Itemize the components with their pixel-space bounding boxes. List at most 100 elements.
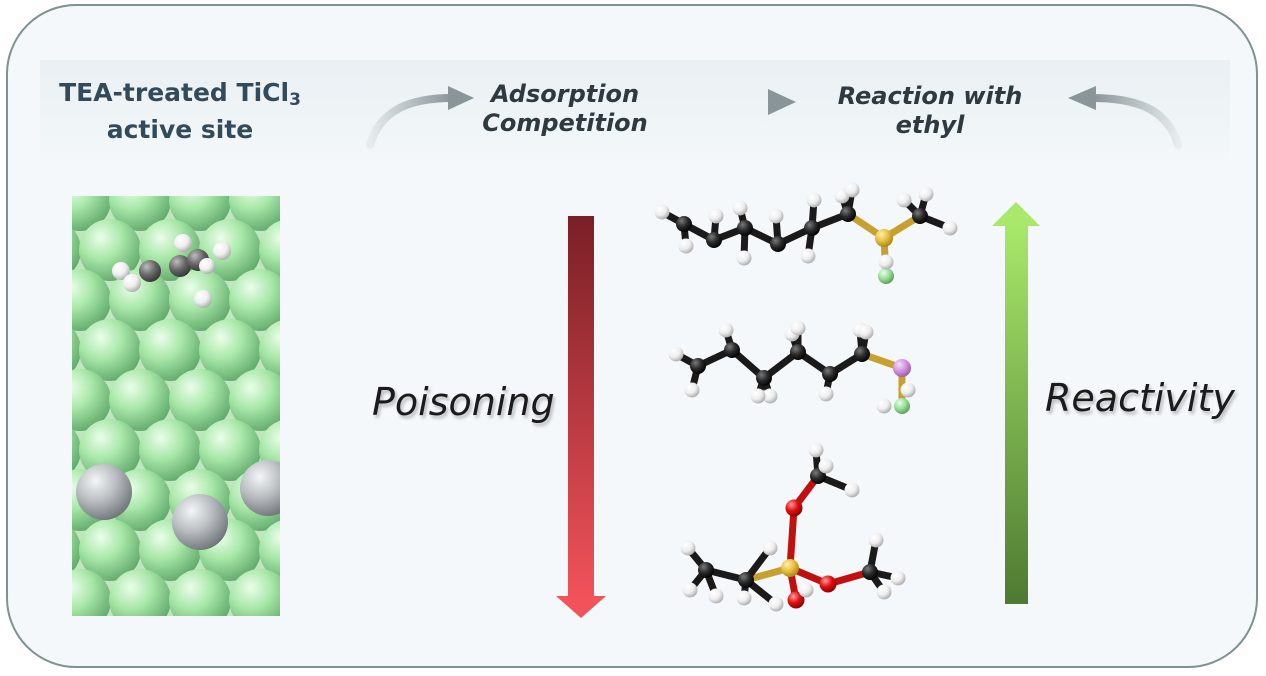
active-site-label-line1: TEA-treated TiCl xyxy=(59,78,290,107)
cl-atom xyxy=(289,469,351,531)
active-site-subscript: 3 xyxy=(289,90,301,110)
hydrogen-atom xyxy=(806,192,822,208)
cl-atom xyxy=(319,619,381,676)
cl-atom xyxy=(169,569,231,616)
cl-atom xyxy=(229,569,280,616)
hydrogen-atom xyxy=(708,588,724,604)
flow-arrow-middle-head xyxy=(768,89,796,115)
hydrogen-atom xyxy=(844,482,860,498)
bond xyxy=(786,504,798,572)
cl-atom xyxy=(79,619,141,676)
hydrogen-atom xyxy=(736,250,752,266)
hydrogen-atom xyxy=(798,582,814,598)
cl-atom xyxy=(139,319,201,381)
carbon-atom xyxy=(738,572,754,588)
cl-atom xyxy=(79,319,141,381)
cl-atom xyxy=(72,369,111,431)
cl-atom xyxy=(169,196,231,231)
cl-atom xyxy=(72,269,111,331)
cl-atom xyxy=(79,519,141,581)
hydrogen-atom xyxy=(732,200,748,216)
adsorption-label-line2: Competition xyxy=(482,109,648,137)
reactivity-arrow xyxy=(992,202,1040,604)
cl-atom xyxy=(289,269,351,331)
carbon-atom xyxy=(756,370,772,386)
cl-atom xyxy=(319,219,381,281)
hydrogen-atom xyxy=(762,540,778,556)
carbon-atom xyxy=(822,366,838,382)
carbon-atom xyxy=(912,208,928,224)
cl-atom xyxy=(229,269,280,331)
carbon-atom xyxy=(840,206,856,222)
hydrogen-atom xyxy=(868,532,884,548)
hydrogen-atom xyxy=(844,182,860,198)
hydrogen-atom xyxy=(808,442,824,458)
hydrogen-atom xyxy=(900,382,916,398)
hydrogen-atom xyxy=(736,590,752,606)
sulfur-atom xyxy=(781,559,799,577)
oxygen-atom xyxy=(819,575,837,593)
flow-arrow-right xyxy=(1088,94,1182,149)
cl-atom xyxy=(319,319,381,381)
hydrogen-atom xyxy=(654,204,670,220)
cl-atom xyxy=(0,469,51,531)
cl-atom xyxy=(19,619,81,676)
hydrogen-atom xyxy=(682,582,698,598)
carbon-atom xyxy=(862,564,878,580)
cl-atom xyxy=(0,269,51,331)
carbon-atom xyxy=(676,216,692,232)
top-band xyxy=(40,60,1230,170)
cl-atom xyxy=(319,419,381,481)
hydrogen-atom xyxy=(790,320,806,336)
carbon-atom xyxy=(698,562,714,578)
carbon-atom xyxy=(770,236,786,252)
ti-atom xyxy=(172,494,228,550)
molecule-phosphite xyxy=(680,442,906,612)
hydrogen-atom xyxy=(876,398,892,414)
hydrogen-atom xyxy=(876,584,892,600)
active-site-label: TEA-treated TiCl3 active site xyxy=(40,78,320,145)
hydrogen-atom xyxy=(858,324,874,340)
flow-arrow-right-head xyxy=(1068,86,1096,110)
hydrogen-atom xyxy=(768,208,784,224)
hydrogen-atom xyxy=(708,208,724,224)
cl-atom xyxy=(72,328,81,372)
molecule-hexyl-sulfur xyxy=(654,182,958,284)
cl-atom xyxy=(259,619,321,676)
cl-atom xyxy=(139,419,201,481)
carbon-atom xyxy=(790,344,806,360)
flow-arrows xyxy=(366,86,1182,149)
cl-atom xyxy=(229,369,280,431)
flow-arrow-left xyxy=(366,94,456,149)
cl-atom xyxy=(72,569,111,616)
carbon-atom xyxy=(690,358,706,374)
hydrogen-atom xyxy=(718,322,734,338)
cl-atom xyxy=(72,428,81,472)
cl-atom xyxy=(0,569,51,631)
cl-atom xyxy=(0,169,51,231)
hydrogen-atom xyxy=(890,570,906,586)
fluorine-atom xyxy=(878,268,894,284)
cl-atom xyxy=(79,419,141,481)
cl-atom xyxy=(169,369,231,431)
cl-atom xyxy=(289,169,351,231)
hydrogen-atom xyxy=(680,540,696,556)
adsorption-label-line1: Adsorption xyxy=(490,80,640,108)
cl-atom xyxy=(72,228,81,272)
ti-atom xyxy=(240,460,280,516)
cl-atom xyxy=(259,220,280,280)
hydrogen-atom xyxy=(818,386,834,402)
molecule-hexyl-phosphorus xyxy=(668,320,916,414)
hydrogen-atom xyxy=(684,382,700,398)
cl-atom xyxy=(289,569,351,631)
poisoning-label: Poisoning xyxy=(372,380,555,424)
adsorption-competition-label: Adsorption Competition xyxy=(470,80,660,138)
hydrogen-atom xyxy=(800,248,816,264)
flow-arrow-left-head xyxy=(448,86,474,110)
cl-atom xyxy=(0,369,51,431)
carbon-atom xyxy=(706,232,722,248)
cl-atom xyxy=(139,619,201,676)
hydrogen-atom xyxy=(818,458,834,474)
cl-atom xyxy=(109,569,171,616)
